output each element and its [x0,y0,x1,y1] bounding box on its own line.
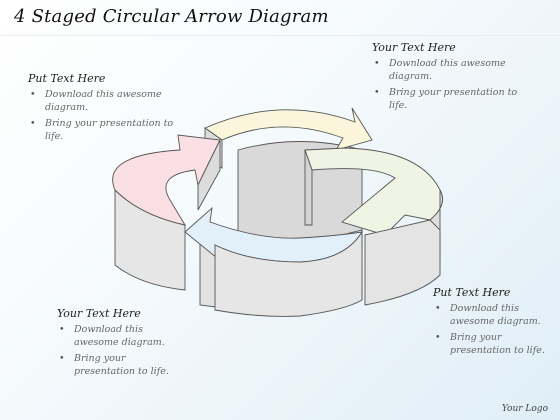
block-heading: Put Text Here [28,72,106,85]
bullet-item: Download this awesome diagram. [28,89,178,114]
block-heading: Your Text Here [372,41,456,54]
bullet-item: Bring your presentation to life. [433,332,553,357]
green-arrow-side [304,149,313,226]
bullet-item: Bring your presentation to life. [372,87,522,112]
yellow-arrow [204,107,373,151]
pink-arrow-side [197,139,221,211]
title-divider [0,35,560,36]
text-block-bottom-left: Your Text Here Download this awesome dia… [57,307,169,382]
diagram-title: 4 Staged Circular Arrow Diagram [14,6,329,27]
right-front-wall [364,219,441,306]
block-heading: Your Text Here [57,307,141,320]
bullet-item: Bring your presentation to life. [57,353,169,378]
bullet-item: Download this awesome diagram. [433,303,553,328]
bullet-item: Bring your presentation to life. [28,118,178,143]
blue-arrow-front [214,230,363,317]
bullet-item: Download this awesome diagram. [372,58,522,83]
pink-arrow [112,134,221,226]
text-block-bottom-right: Put Text Here Download this awesome diag… [433,286,553,361]
text-block-top-left: Put Text Here Download this awesome diag… [28,72,178,147]
bullet-item: Download this awesome diagram. [57,324,169,349]
footer-logo: Your Logo [501,404,548,414]
block-heading: Put Text Here [433,286,511,299]
text-block-top-right: Your Text Here Download this awesome dia… [372,41,522,116]
